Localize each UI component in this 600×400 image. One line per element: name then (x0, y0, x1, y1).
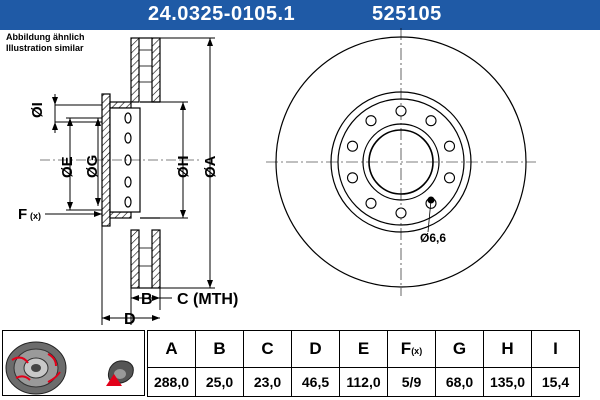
label-c-mth: C (MTH) (177, 291, 238, 308)
article-code: 525105 (372, 3, 442, 25)
table-header-cell: A (147, 330, 196, 368)
label-dia-e: ØE (59, 156, 76, 178)
note-english: Illustration similar (6, 43, 84, 53)
table-value-cell: 5/9 (387, 367, 436, 397)
note-german: Abbildung ähnlich (6, 32, 85, 42)
table-value-cell: 68,0 (435, 367, 484, 397)
bolt-hole (395, 105, 407, 117)
bolt-hole (425, 115, 437, 127)
table-header-cell: G (435, 330, 484, 368)
bolt-hole (443, 140, 456, 152)
dimension-arrows (52, 38, 213, 321)
label-dia-g: ØG (84, 155, 101, 178)
table-header-cell: I (531, 330, 580, 368)
bolt-hole (365, 197, 377, 209)
technical-drawing: ØI ØE ØG ØH ØA F (x) B C (MTH) D Ø6,6 (18, 28, 536, 328)
table-header-cell: B (195, 330, 244, 368)
label-d: D (124, 311, 136, 328)
ate-logo-image (106, 360, 134, 386)
upper-ring-inner-plate (151, 37, 161, 103)
table-value-cell: 25,0 (195, 367, 244, 397)
table-value-cell: 46,5 (291, 367, 340, 397)
bolt-hole (346, 140, 359, 152)
table-value-cell: 135,0 (483, 367, 532, 397)
product-thumbnails (5, 341, 134, 395)
disc-section-view (40, 37, 200, 289)
label-dia-i: ØI (29, 102, 46, 118)
dimension-table: A B C D E F(x) G H I 288,0 25,0 23,0 46,… (147, 330, 580, 397)
table-header-cell: C (243, 330, 292, 368)
table-value-cell: 23,0 (243, 367, 292, 397)
table-header-cell: H (483, 330, 532, 368)
table-value-row: 288,0 25,0 23,0 46,5 112,0 5/9 68,0 135,… (147, 367, 580, 397)
label-f-sub: (x) (30, 211, 41, 221)
title-bar: 24.0325-0105.1 525105 (0, 0, 600, 30)
table-header-row: A B C D E F(x) G H I (147, 330, 580, 368)
table-header-cell: D (291, 330, 340, 368)
upper-ring-outer-plate (130, 37, 140, 103)
table-value-cell: 15,4 (531, 367, 580, 397)
label-dia-h: ØH (175, 156, 192, 179)
lower-ring-inner-plate (151, 229, 161, 289)
part-number: 24.0325-0105.1 (148, 3, 296, 25)
disc-perspective-image (5, 341, 67, 395)
label-dia-a: ØA (202, 155, 219, 178)
illustration-note: Abbildung ähnlich Illustration similar (6, 32, 85, 54)
label-b: B (141, 291, 153, 308)
bolt-hole (395, 207, 407, 219)
lower-ring-outer-plate (130, 229, 140, 289)
bolt-hole-circle (346, 105, 456, 219)
table-header-cell: E (339, 330, 388, 368)
dimension-lines (45, 37, 215, 325)
table-value-cell: 112,0 (339, 367, 388, 397)
product-thumbnail-frame (2, 330, 145, 396)
bolt-hole (365, 115, 377, 127)
hub-bottom-wall (109, 211, 132, 219)
disc-front-view (266, 28, 536, 296)
table-value-cell: 288,0 (147, 367, 196, 397)
bolt-hole (346, 172, 359, 184)
label-f: F (18, 206, 27, 223)
hub-top-wall (109, 101, 132, 109)
bolt-hole (443, 172, 456, 184)
label-hole-diameter: Ø6,6 (420, 231, 446, 245)
table-header-cell: F(x) (387, 330, 436, 368)
